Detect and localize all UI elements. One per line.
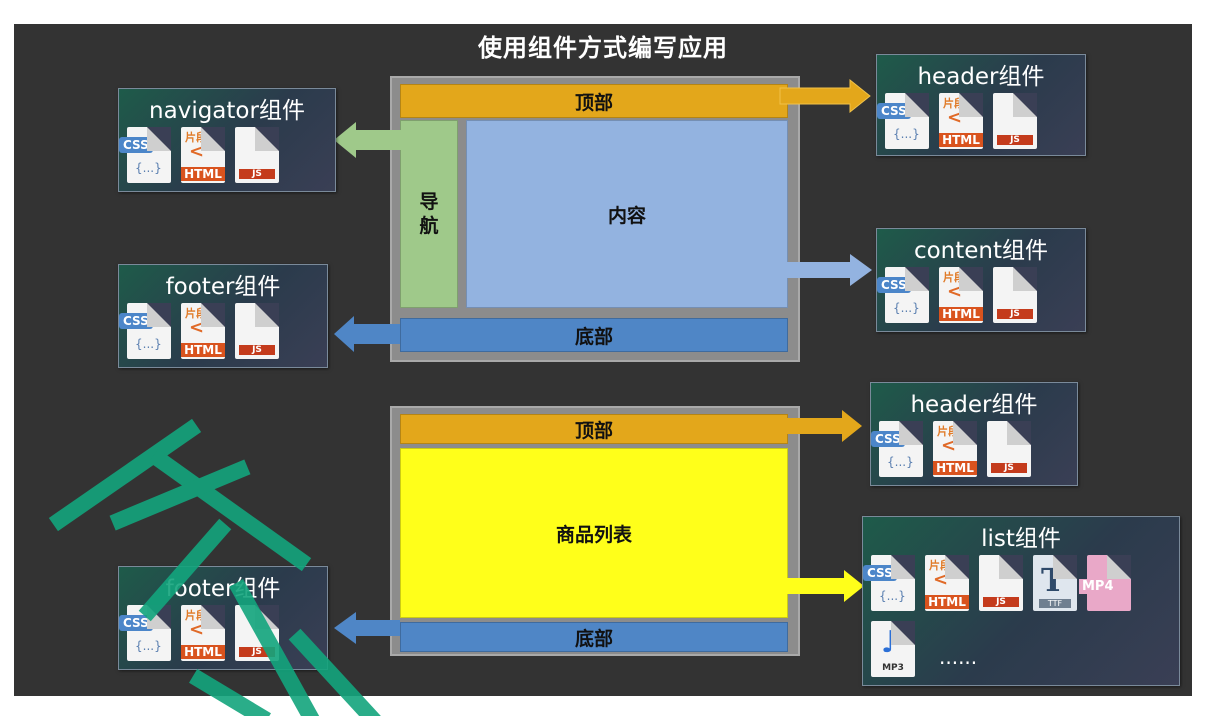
html-snippet-icon: 片段< >HTML <box>925 555 969 611</box>
top-content-region: 内容 <box>466 120 788 308</box>
card-header-1-title: header组件 <box>917 64 1045 90</box>
html-snippet-icon: 片段< >HTML <box>939 267 983 323</box>
html-snippet-icon: 片段< >HTML <box>933 421 977 477</box>
bottom-header-region: 顶部 <box>400 414 788 444</box>
bottom-footer-region: 底部 <box>400 622 788 652</box>
card-footer-1-title: footer组件 <box>165 274 281 300</box>
card-list-title: list组件 <box>981 526 1061 552</box>
bottom-layout-frame: 顶部 商品列表 底部 <box>390 406 800 656</box>
top-nav-region: 导 航 <box>400 120 458 308</box>
card-header-1: header组件 CSS{...} 片段< >HTML JS <box>876 54 1086 156</box>
card-navigator-title: navigator组件 <box>149 98 305 124</box>
card-footer-1: footer组件 CSS{...} 片段< >HTML JS <box>118 264 328 368</box>
mp4-video-icon: MP4 <box>1079 555 1131 611</box>
js-file-icon: JS <box>993 267 1037 323</box>
js-file-icon: JS <box>993 93 1037 149</box>
css-file-icon: CSS{...} <box>863 555 915 611</box>
bottom-list-region: 商品列表 <box>400 448 788 618</box>
mp3-audio-icon: ♪MP3 <box>871 621 915 677</box>
slide-title: 使用组件方式编写应用 <box>478 34 728 62</box>
card-content: content组件 CSS{...} 片段< >HTML JS <box>876 228 1086 332</box>
css-file-icon: CSS{...} <box>119 127 171 183</box>
top-layout-frame: 顶部 导 航 内容 底部 <box>390 76 800 362</box>
css-file-icon: CSS{...} <box>119 605 171 661</box>
more-files-ellipsis: ...... <box>939 645 978 669</box>
card-footer-2-title: footer组件 <box>165 576 281 602</box>
top-footer-region: 底部 <box>400 318 788 352</box>
js-file-icon: JS <box>235 605 279 661</box>
nav-label-line2: 航 <box>419 215 439 237</box>
card-content-title: content组件 <box>913 238 1049 264</box>
nav-label-line1: 导 <box>419 191 439 213</box>
js-file-icon: JS <box>987 421 1031 477</box>
top-header-region: 顶部 <box>400 84 788 118</box>
js-file-icon: JS <box>235 303 279 359</box>
css-file-icon: CSS{...} <box>877 267 929 323</box>
css-file-icon: CSS{...} <box>877 93 929 149</box>
js-file-icon: JS <box>235 127 279 183</box>
css-file-icon: CSS{...} <box>871 421 923 477</box>
js-file-icon: JS <box>979 555 1023 611</box>
html-snippet-icon: 片段< >HTML <box>181 605 225 661</box>
card-navigator: navigator组件 CSS{...} 片段< >HTML JS <box>118 88 336 192</box>
css-file-icon: CSS{...} <box>119 303 171 359</box>
card-footer-2: footer组件 CSS{...} 片段< >HTML JS <box>118 566 328 670</box>
html-snippet-icon: 片段< >HTML <box>939 93 983 149</box>
html-snippet-icon: 片段< >HTML <box>181 303 225 359</box>
card-header-2-title: header组件 <box>910 392 1038 418</box>
card-header-2: header组件 CSS{...} 片段< >HTML JS <box>870 382 1078 486</box>
html-snippet-icon: 片段< >HTML <box>181 127 225 183</box>
